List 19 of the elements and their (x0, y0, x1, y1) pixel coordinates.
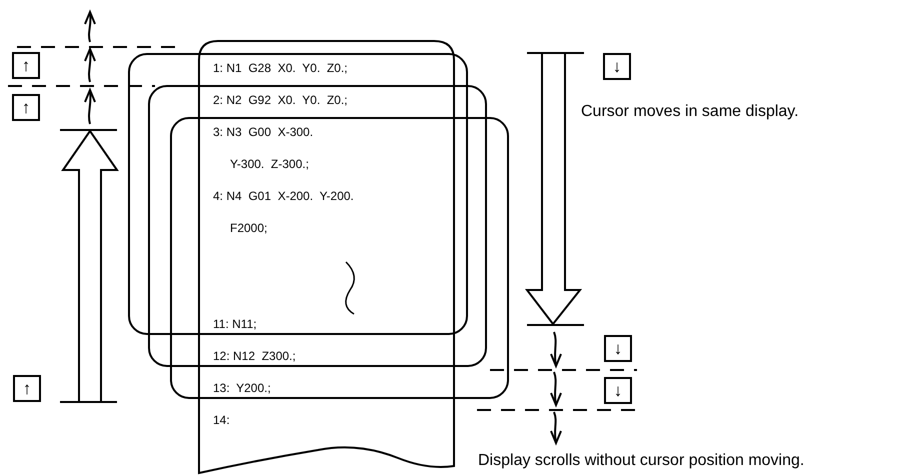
caption-text: Display scrolls without cursor position moving. (478, 451, 804, 471)
program-line: 14: (213, 413, 230, 427)
key-cap: ↓ (603, 53, 631, 80)
key-cap: ↓ (604, 377, 632, 404)
key-cap: ↑ (13, 375, 41, 402)
program-line: 2: N2 G92 X0. Y0. Z0.; (213, 93, 348, 107)
program-listing (198, 40, 455, 476)
program-line: 1: N1 G28 X0. Y0. Z0.; (213, 61, 348, 75)
program-line: 3: N3 G00 X-300. (213, 125, 314, 139)
caption-text: Cursor moves in same display. (581, 102, 799, 122)
key-cap: ↑ (12, 94, 40, 121)
program-line: 13: Y200.; (213, 381, 271, 395)
key-cap: ↓ (604, 335, 632, 362)
program-line: F2000; (230, 221, 268, 235)
program-line: Y-300. Z-300.; (230, 157, 309, 171)
program-line: 4: N4 G01 X-200. Y-200. (213, 189, 354, 203)
program-line: 12: N12 Z300.; (213, 349, 296, 363)
key-cap: ↑ (12, 52, 40, 79)
program-line: 11: N11; (213, 317, 257, 331)
